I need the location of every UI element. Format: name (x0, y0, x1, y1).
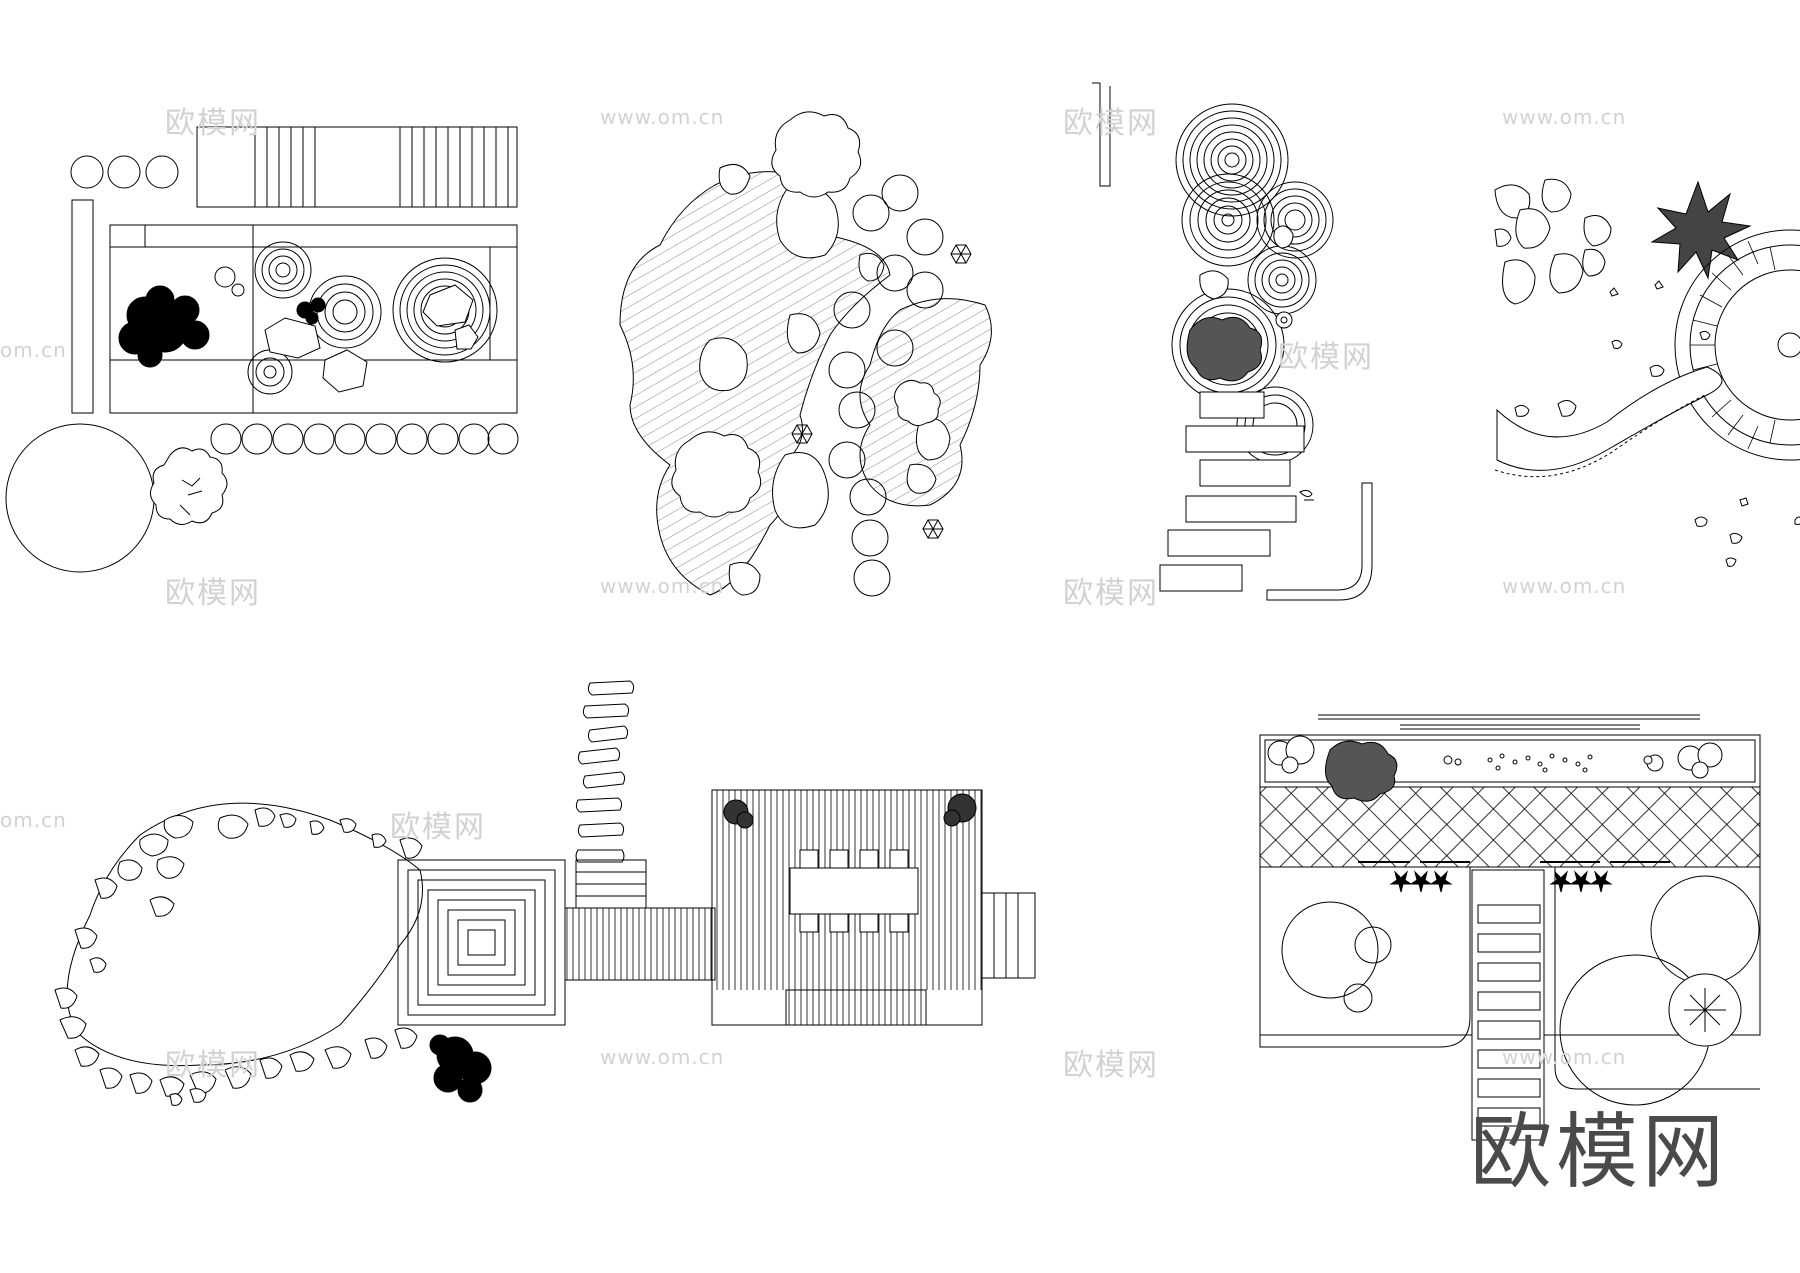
ripple-circle (1181, 173, 1275, 267)
sand-ripples-small (247, 241, 382, 395)
garden-rock (322, 349, 368, 393)
watermark-logo: 欧模网 (165, 106, 261, 141)
watermark-url-partial: om.cn (0, 808, 67, 832)
lawn-circles-left (1281, 901, 1392, 1013)
dark-shrub-small (723, 793, 977, 829)
sand-ripples-large (392, 257, 498, 363)
gravel-dots (1487, 753, 1593, 773)
brand-logo-text: 欧模网 (1470, 1105, 1729, 1200)
watermark-url: www.om.cn (1502, 105, 1627, 129)
watermark-logo: 欧模网 (1063, 576, 1159, 611)
boulder-cluster (1494, 178, 1612, 305)
pebbles (1514, 280, 1800, 567)
dining-chairs (799, 849, 909, 933)
dining-table (789, 867, 919, 915)
dark-shrub (1186, 316, 1263, 382)
garden-rock (264, 317, 321, 359)
garden-rock (454, 324, 479, 350)
watermark-logo: 欧模网 (390, 810, 486, 845)
strip-plants (1267, 735, 1723, 779)
ripple-circle (1256, 181, 1334, 259)
watermark-logo: 欧模网 (1063, 1048, 1159, 1083)
watermark-logo: 欧模网 (165, 1048, 261, 1083)
plan-courtyard-garden (5, 126, 519, 573)
curved-path (1496, 366, 1723, 471)
stepping-stones-row (210, 423, 519, 455)
stepping-stones-trail (828, 174, 944, 597)
watermark-url: www.om.cn (600, 574, 725, 598)
pond-rocks (699, 163, 951, 596)
ripple-circle (1175, 103, 1289, 217)
stair-steps (1159, 391, 1305, 592)
watermark-url: www.om.cn (1502, 1045, 1627, 1069)
garden-rock (422, 284, 474, 327)
plan-deck-pavilion (54, 680, 1036, 1106)
lattice-paving (1259, 786, 1761, 868)
lawn-circle (5, 423, 155, 573)
tree-canopy (150, 447, 228, 525)
deck-boards (254, 127, 509, 207)
stepping-stone (70, 155, 104, 189)
plan-ripple-steps (1092, 82, 1373, 601)
square-pavilion (397, 859, 566, 1026)
stone-trail (575, 680, 635, 863)
watermark-logo: 欧模网 (165, 576, 261, 611)
plaza-radial-lines (1690, 240, 1776, 450)
watermark-logo: 欧模网 (1063, 106, 1159, 141)
tree-canopy (1668, 973, 1742, 1047)
courtyard-border (109, 224, 518, 248)
watermark-url: www.om.cn (600, 105, 725, 129)
tree-canopy (671, 111, 941, 518)
boardwalk (564, 907, 716, 981)
stepping-stone (145, 155, 179, 189)
planting-strip (1264, 739, 1756, 783)
watermark-url: www.om.cn (600, 1045, 725, 1069)
curved-wall (1266, 482, 1373, 601)
watermark-url: www.om.cn (1502, 574, 1627, 598)
side-steps (981, 892, 1036, 979)
plan-lattice-terrace (1259, 714, 1761, 1141)
loop-path (66, 802, 423, 1067)
small-plants-row (1389, 870, 1613, 893)
dark-shrub (1325, 740, 1398, 802)
boulder-ring (54, 807, 423, 1106)
dark-shrub-small (296, 297, 326, 325)
watermark-url-partial: om.cn (0, 338, 67, 362)
plan-circular-plaza (1494, 178, 1800, 567)
hexagon-markers (791, 244, 972, 539)
stepping-stone (107, 155, 141, 189)
watermark-logo: 欧模网 (1278, 340, 1374, 375)
deck-platform (196, 126, 518, 208)
palm-shrub (1650, 180, 1752, 280)
pond-left (619, 171, 891, 596)
dark-shrub (118, 285, 210, 368)
side-path (71, 199, 94, 414)
dark-shrub (429, 1034, 492, 1103)
plan-hatched-pond (619, 111, 992, 597)
